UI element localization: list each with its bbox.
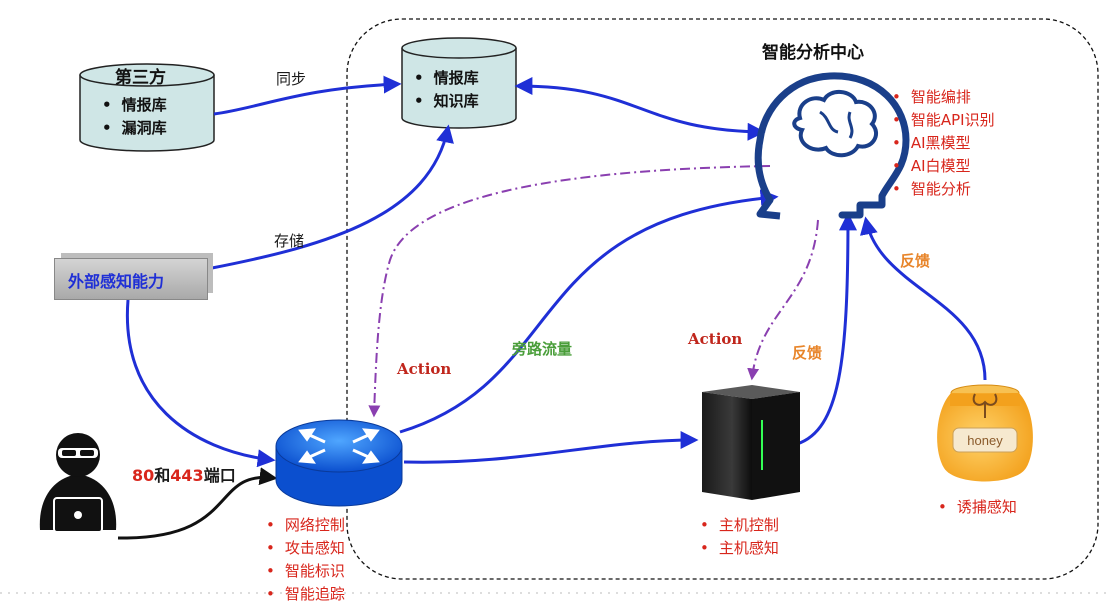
port-80: 80 — [132, 466, 155, 485]
list-item: 知识库 — [414, 90, 479, 113]
honeypot-list: 诱捕感知 — [938, 496, 1017, 519]
analysis-center-title: 智能分析中心 — [762, 43, 864, 63]
edge-label-feedback-honey: 反馈 — [900, 252, 931, 270]
server-list: 主机控制 主机感知 — [700, 514, 779, 560]
edge-label-store: 存储 — [274, 232, 305, 250]
list-item: 智能分析 — [892, 178, 995, 201]
brain-head-icon — [754, 72, 910, 220]
edge-label-action-router: Action — [397, 360, 452, 378]
flow-store — [211, 124, 454, 270]
port-443: 443 — [170, 466, 204, 485]
router-icon — [275, 419, 403, 507]
third-party-db-list: 情报库 漏洞库 — [102, 94, 167, 140]
list-item: 主机感知 — [700, 537, 779, 560]
analysis-center-list: 智能编排 智能API识别 AI黑模型 AI白模型 智能分析 — [892, 86, 995, 201]
port-label: 80和443端口 — [132, 462, 236, 486]
router-list: 网络控制 攻击感知 智能标识 智能追踪 — [266, 514, 345, 606]
list-item: 主机控制 — [700, 514, 779, 537]
list-item: 情报库 — [414, 67, 479, 90]
port-and: 和 — [154, 466, 171, 485]
list-item: 智能API识别 — [892, 109, 995, 132]
list-item: 攻击感知 — [266, 537, 345, 560]
trust-boundary — [346, 18, 1099, 580]
flow-db-center — [514, 77, 766, 141]
honey-jar-icon: honey — [937, 384, 1033, 482]
server-icon — [702, 385, 800, 500]
list-item: 诱捕感知 — [938, 496, 1017, 519]
action-line-server — [747, 219, 819, 381]
edge-label-action-server: Action — [688, 330, 743, 348]
flow-router-server — [403, 431, 699, 464]
flow-server-center — [796, 212, 857, 446]
list-item: 情报库 — [102, 94, 167, 117]
list-item: 智能追踪 — [266, 583, 345, 606]
list-item: 智能标识 — [266, 560, 345, 583]
list-item: AI白模型 — [892, 155, 995, 178]
hacker-icon — [39, 433, 117, 533]
third-party-db-title: 第三方 — [115, 68, 166, 88]
list-item: AI黑模型 — [892, 132, 995, 155]
external-sensing-label: 外部感知能力 — [68, 272, 165, 291]
port-word: 端口 — [203, 466, 236, 485]
flow-sync — [213, 75, 402, 116]
edge-label-bypass: 旁路流量 — [512, 340, 573, 358]
list-item: 网络控制 — [266, 514, 345, 537]
action-line-router — [368, 165, 771, 418]
edge-label-feedback-server: 反馈 — [792, 344, 823, 362]
flow-external-router — [125, 299, 276, 468]
edge-label-sync: 同步 — [276, 70, 307, 88]
list-item: 漏洞库 — [102, 117, 167, 140]
list-item: 智能编排 — [892, 86, 995, 109]
flow-honey-center — [860, 216, 987, 381]
intel-db-list: 情报库 知识库 — [414, 67, 479, 113]
honey-jar-label: honey — [967, 433, 1003, 448]
external-sensing-box — [54, 258, 208, 300]
flow-attacker-port — [117, 467, 278, 540]
flow-bypass — [399, 189, 779, 434]
